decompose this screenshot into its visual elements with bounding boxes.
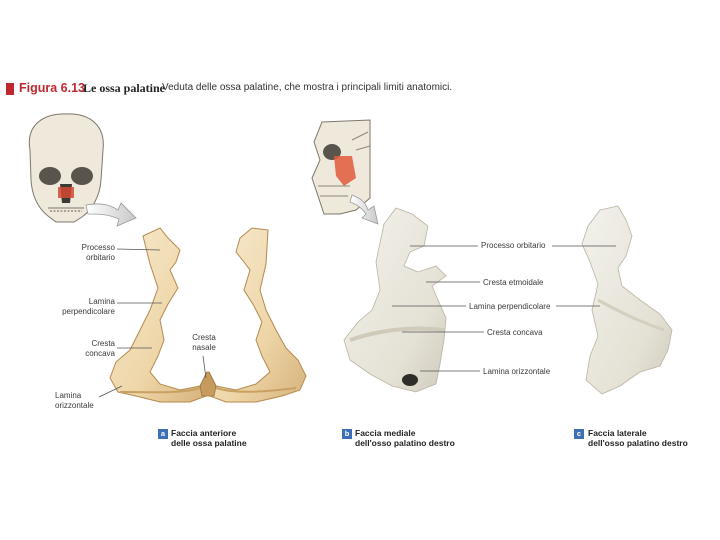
label-lamina-orizzontale-b: Lamina orizzontale [483,367,550,377]
label-cresta-concava-a: Cresta concava [60,339,115,358]
label-lamina-perpendicolare-a: Lamina perpendicolare [40,297,115,316]
panel-b-caption: Faccia mediale dell'osso palatino destro [355,428,455,448]
panel-c-letter: c [574,429,584,439]
panel-b-letter: b [342,429,352,439]
label-cresta-etmoidale-b: Cresta etmoidale [483,278,543,288]
arrow-a [86,203,136,226]
label-processo-orbitario-b: Processo orbitario [481,241,545,251]
label-cresta-concava-b: Cresta concava [487,328,543,338]
panel-a-letter: a [158,429,168,439]
panel-a-caption: Faccia anteriore delle ossa palatine [171,428,247,448]
label-processo-orbitario-a: Processo orbitario [60,243,115,262]
palatine-medial-photo [344,208,446,392]
label-lamina-orizzontale-a: Lamina orizzontale [55,391,115,410]
palatine-lateral-photo [582,206,672,394]
palatine-bones-anterior [110,228,306,402]
label-cresta-nasale-a: Cresta nasale [182,333,226,352]
panel-c-caption: Faccia laterale dell'osso palatino destr… [588,428,688,448]
label-lamina-perpendicolare-b: Lamina perpendicolare [469,302,550,312]
